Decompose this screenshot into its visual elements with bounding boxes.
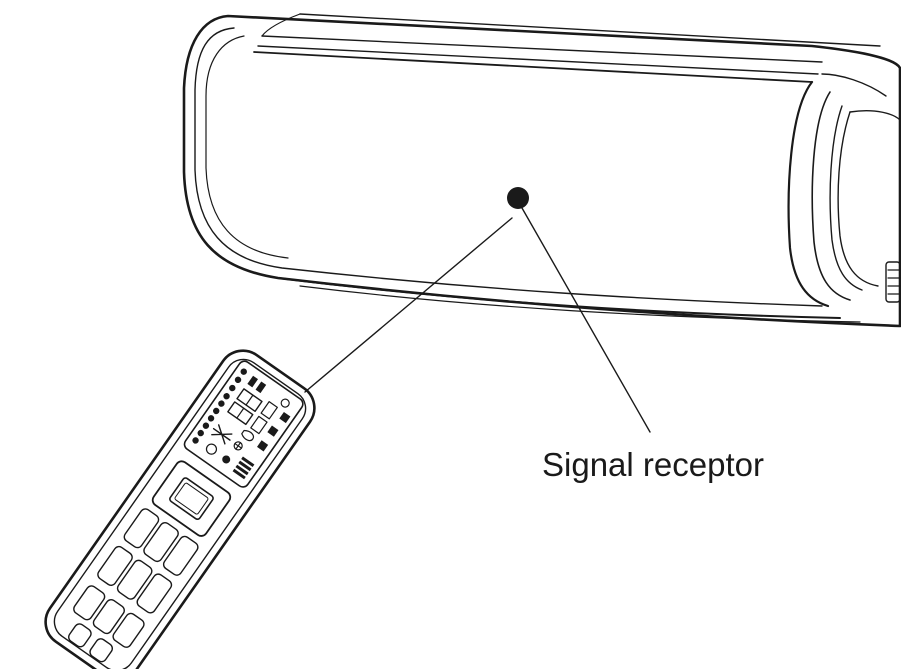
remote-buttons xyxy=(68,508,199,663)
air-conditioner-unit-icon xyxy=(182,13,901,328)
signal-beam-line xyxy=(304,217,513,393)
signal-receptor-label: Signal receptor xyxy=(542,446,764,483)
remote-control-icon xyxy=(44,349,316,669)
receptor-dot-icon xyxy=(507,187,529,209)
callout-leader-line xyxy=(521,207,651,433)
